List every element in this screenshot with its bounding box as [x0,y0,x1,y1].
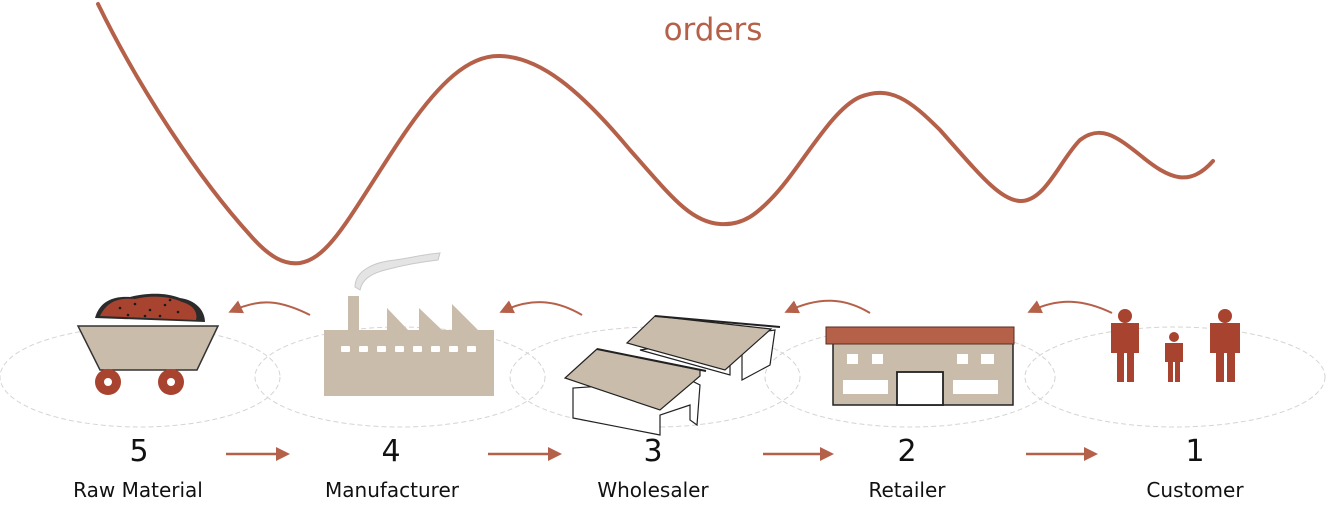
stage-number-customer: 1 [1185,434,1205,469]
stage-label-raw-material: Raw Material [73,478,203,502]
order-arrows [228,299,1113,316]
stage-number-raw-material: 5 [129,434,149,469]
order-arrow-3-to-4 [499,300,583,316]
warehouse-icon [563,315,781,436]
stage-number-retailer: 2 [897,434,917,469]
store-icon [825,326,1015,406]
stage-label-retailer: Retailer [868,478,946,502]
adult-figure [1210,309,1240,382]
stage-label-customer: Customer [1146,478,1244,502]
order-arrow-2-to-3 [784,299,871,314]
ellipse-retailer [764,326,1056,428]
mine-cart-icon [76,293,220,395]
stage-number-wholesaler: 3 [643,434,663,469]
order-arrow-4-to-5 [228,300,311,316]
stage-label-manufacturer: Manufacturer [325,478,459,502]
stage-label-wholesaler: Wholesaler [597,478,709,502]
ellipse-customer [1024,326,1326,428]
ellipse-manufacturer [254,326,546,428]
people-icon [1111,309,1240,382]
order-arrow-1-to-2 [1027,300,1113,314]
factory-icon [324,252,494,396]
orders-title: orders [663,12,763,48]
orders-curve [96,2,1215,266]
stage-number-manufacturer: 4 [381,434,401,469]
child-figure [1165,332,1183,382]
adult-figure [1111,309,1139,382]
smoke-icon [354,252,441,291]
